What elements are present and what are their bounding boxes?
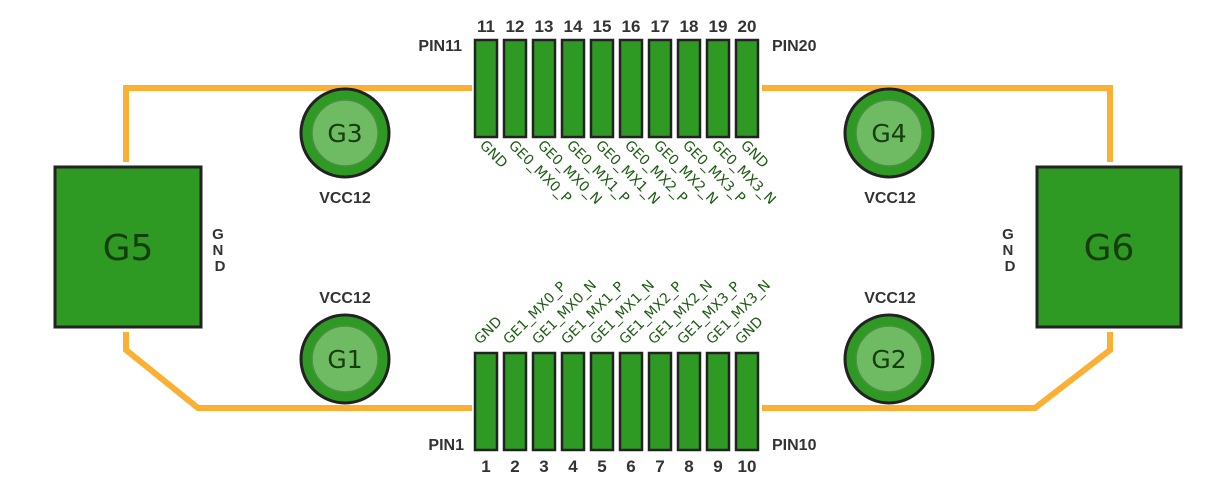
pad-g3-label: G3 [327,119,362,148]
bottom-pin-8 [676,351,702,452]
bottom-pin-row: 1GND2GE1_MX0_P3GE1_MX0_N4GE1_MX1_P5GE1_M… [472,277,774,476]
top-pin-number: 17 [651,17,670,36]
top-pin-14 [560,38,586,139]
pad-g3-net-label: VCC12 [319,190,371,207]
top-pin-number: 13 [535,17,554,36]
top-pin-signal: GND [476,138,510,172]
top-pin-number: 14 [564,17,583,36]
bottom-pin-number: 2 [510,457,519,476]
bottom-pin-number: 6 [626,457,635,476]
top-pin-number: 19 [709,17,728,36]
bottom-pin-1 [473,351,499,452]
pad-g4-label: G4 [871,119,906,148]
bottom-pin-4 [560,351,586,452]
bottom-pin-2 [502,351,528,452]
trace-top-left [123,85,472,162]
bottom-pin-number: 3 [539,457,548,476]
pad-g5: G5 [53,165,203,329]
bottom-pin-10 [734,351,760,452]
top-pin-number: 12 [506,17,525,36]
top-pin-16 [618,38,644,139]
bottom-end-label: PIN10 [772,437,817,454]
pad-g4: G4 [843,87,935,179]
trace-top-right [762,85,1113,162]
bottom-pin-number: 9 [713,457,722,476]
pad-g3: G3 [299,87,391,179]
pad-g1-label: G1 [327,345,362,374]
top-pin-number: 15 [593,17,612,36]
bottom-pin-signal: GND [472,314,506,348]
pad-g1-net-label: VCC12 [319,290,371,307]
bottom-header-label: PIN1 [428,437,464,454]
top-pin-12 [502,38,528,139]
pad-g6-label: G6 [1084,228,1135,269]
top-end-label: PIN20 [772,38,817,55]
bottom-pin-number: 7 [655,457,664,476]
top-header-label: PIN11 [418,38,462,55]
pad-g6-net-label: G N D [1002,226,1018,275]
top-pin-number: 11 [477,17,495,36]
top-pin-17 [647,38,673,139]
top-pin-number: 16 [622,17,641,36]
pad-g5-net-label: G N D [212,226,228,275]
pad-g4-net-label: VCC12 [864,190,916,207]
top-pin-number: 18 [680,17,699,36]
top-pin-number: 20 [738,17,757,36]
bottom-pin-9 [705,351,731,452]
bottom-pin-3 [531,351,557,452]
pad-g2: G2 [843,313,935,405]
top-pin-20 [734,38,760,139]
top-pin-row: 11GND12GE0_MX0_P13GE0_MX0_N14GE0_MX1_P15… [473,17,779,208]
bottom-pin-number: 10 [738,457,757,476]
trace-bottom-left [123,332,472,411]
bottom-pin-number: 4 [568,457,578,476]
bottom-pin-7 [647,351,673,452]
pad-g2-label: G2 [871,345,906,374]
top-pin-15 [589,38,615,139]
bottom-pin-5 [589,351,615,452]
bottom-pin-number: 5 [597,457,606,476]
bottom-pin-number: 8 [684,457,693,476]
pad-g6: G6 [1035,165,1183,329]
pad-g2-net-label: VCC12 [864,290,916,307]
top-pin-13 [531,38,557,139]
trace-bottom-right [762,332,1113,411]
top-pin-19 [705,38,731,139]
bottom-pin-6 [618,351,644,452]
top-pin-11 [473,38,499,139]
top-pin-18 [676,38,702,139]
bottom-pin-number: 1 [481,457,490,476]
pad-g5-label: G5 [103,228,154,269]
pad-g1: G1 [299,313,391,405]
